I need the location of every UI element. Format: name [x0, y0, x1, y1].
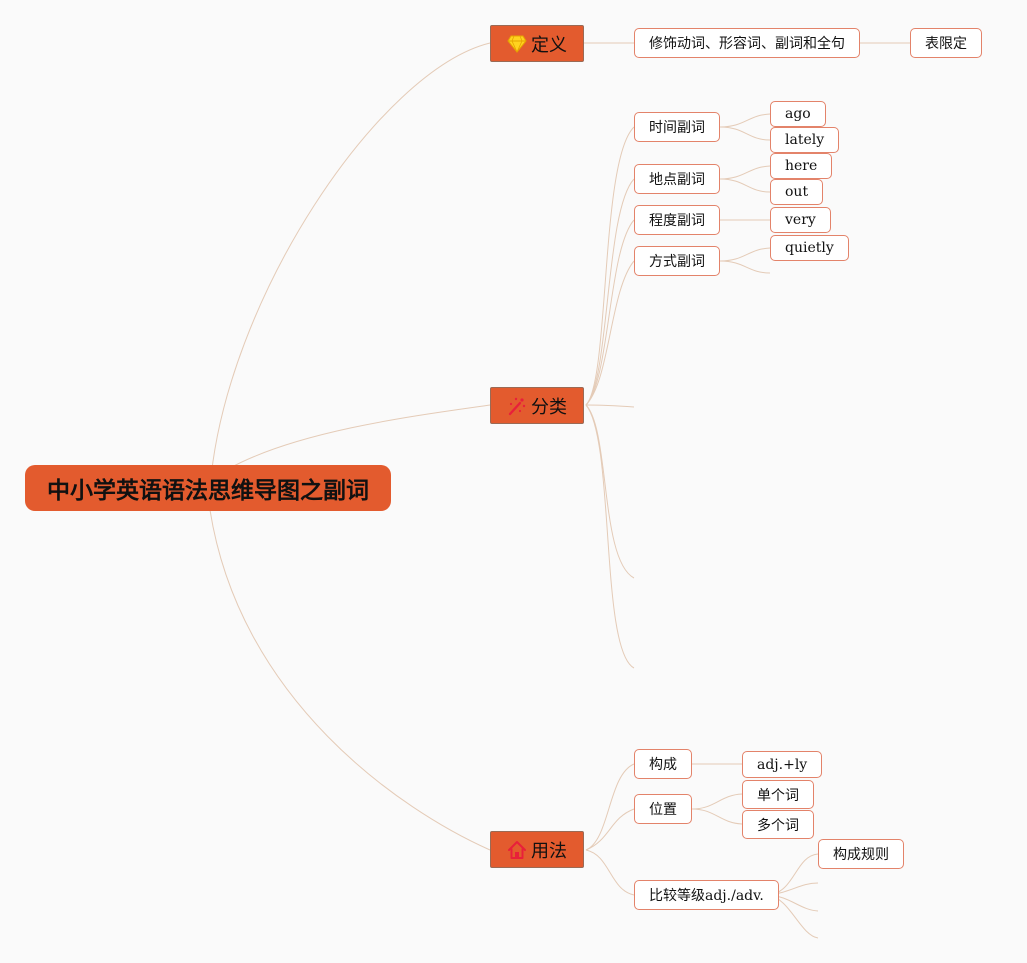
node-time-adverb[interactable]: 时间副词 — [634, 112, 720, 142]
connector-class-time — [585, 126, 635, 406]
node-label: 构成 — [649, 757, 677, 773]
branch-usage-label: 用法 — [531, 840, 567, 862]
connector-root-usage — [209, 509, 491, 851]
node-definition-description[interactable]: 修饰动词、形容词、副词和全句 — [634, 28, 860, 58]
branch-usage[interactable]: 用法 — [490, 831, 584, 868]
node-label: 方式副词 — [649, 254, 705, 270]
leaf-out[interactable]: out — [770, 179, 824, 205]
node-label: here — [785, 158, 818, 174]
node-label: adj.+ly — [757, 756, 808, 773]
connector-usage-form — [585, 763, 635, 851]
node-label: quietly — [785, 240, 834, 256]
node-place-adverb[interactable]: 地点副词 — [634, 164, 720, 194]
node-label: 单个词 — [757, 787, 799, 804]
connector-time-lately — [719, 126, 771, 141]
root-topic-label: 中小学英语语法思维导图之副词 — [47, 478, 369, 504]
node-position[interactable]: 位置 — [634, 794, 692, 824]
node-restrictive[interactable]: 表限定 — [910, 28, 982, 58]
connector-usage-position — [585, 808, 635, 851]
connector-class-empty-2 — [585, 404, 635, 579]
connector-class-degree — [585, 219, 635, 406]
node-label: lately — [785, 132, 825, 148]
magic-wand-icon — [507, 396, 527, 416]
node-label: 构成规则 — [833, 847, 889, 863]
connector-root-definition — [209, 42, 491, 489]
node-formation[interactable]: 构成 — [634, 749, 692, 779]
connector-class-empty-1 — [585, 404, 635, 408]
connector-position-single — [691, 793, 743, 810]
node-label: very — [785, 212, 816, 228]
connector-manner-quietly — [719, 247, 771, 262]
node-label: 多个词 — [757, 817, 799, 834]
connector-position-multiple — [691, 808, 743, 825]
node-label: 位置 — [649, 802, 677, 818]
node-manner-adverb[interactable]: 方式副词 — [634, 246, 720, 276]
branch-classification-label: 分类 — [531, 396, 567, 418]
node-label: 时间副词 — [649, 120, 705, 136]
connector-class-manner — [585, 260, 635, 406]
connector-place-here — [719, 165, 771, 180]
node-label: 地点副词 — [649, 172, 705, 188]
node-label: 比较等级adj./adv. — [649, 888, 764, 904]
node-degree-adverb[interactable]: 程度副词 — [634, 205, 720, 235]
branch-definition[interactable]: 定义 — [490, 25, 584, 62]
root-topic[interactable]: 中小学英语语法思维导图之副词 — [25, 465, 391, 511]
leaf-adj-ly[interactable]: adj.+ly — [742, 751, 823, 778]
diamond-icon — [507, 35, 527, 53]
branch-classification[interactable]: 分类 — [490, 387, 584, 424]
leaf-quietly[interactable]: quietly — [770, 235, 849, 261]
leaf-multiple-words[interactable]: 多个词 — [742, 810, 814, 839]
connector-manner-empty — [719, 260, 771, 274]
node-label: ago — [785, 106, 811, 122]
leaf-formation-rules[interactable]: 构成规则 — [818, 839, 904, 869]
node-label: 修饰动词、形容词、副词和全句 — [649, 36, 845, 52]
leaf-single-word[interactable]: 单个词 — [742, 780, 814, 809]
connector-place-out — [719, 178, 771, 193]
node-label: 表限定 — [925, 36, 967, 52]
leaf-here[interactable]: here — [770, 153, 833, 179]
connector-time-ago — [719, 113, 771, 128]
leaf-lately[interactable]: lately — [770, 127, 840, 153]
connector-class-empty-3 — [585, 404, 635, 669]
connector-class-place — [585, 178, 635, 406]
node-label: 程度副词 — [649, 213, 705, 229]
leaf-ago[interactable]: ago — [770, 101, 826, 127]
node-comparison[interactable]: 比较等级adj./adv. — [634, 880, 779, 910]
branch-definition-label: 定义 — [531, 34, 567, 56]
connector-root-classification — [229, 404, 491, 469]
leaf-very[interactable]: very — [770, 207, 831, 233]
connector-usage-compare — [585, 849, 635, 896]
node-label: out — [785, 184, 809, 200]
house-icon — [507, 840, 527, 860]
